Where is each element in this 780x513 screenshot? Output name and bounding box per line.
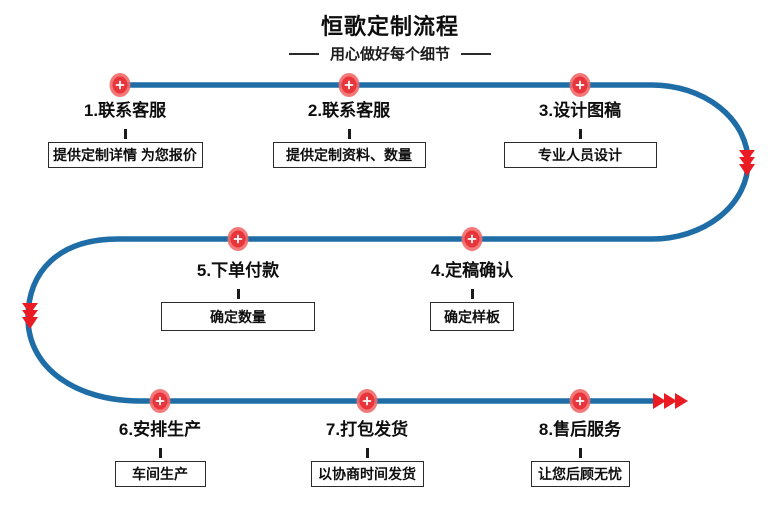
step-label: 8.售后服务 (538, 420, 622, 439)
triple-chevron-down-icon (739, 150, 755, 176)
triple-chevron-down-icon (22, 303, 38, 329)
connector-tick (158, 448, 162, 458)
step-detail-box: 确定数量 (161, 302, 315, 331)
step-node-6 (149, 389, 171, 413)
process-path (25, 82, 751, 404)
step-label: 5.下单付款 (196, 261, 280, 280)
step-node-5 (227, 227, 249, 251)
title-block: 恒歌定制流程 用心做好每个细节 (0, 14, 780, 64)
step-node-7 (356, 389, 378, 413)
step-label: 7.打包发货 (325, 420, 409, 439)
plus-icon (362, 396, 372, 406)
connector-tick (347, 129, 351, 139)
plus-icon (344, 80, 354, 90)
connector-tick (236, 289, 240, 299)
step-detail-box: 车间生产 (114, 461, 206, 487)
connector-tick (123, 129, 127, 139)
connector-tick (365, 448, 369, 458)
step-detail-box: 专业人员设计 (503, 142, 657, 168)
plus-icon (233, 234, 243, 244)
step-node-8 (569, 389, 591, 413)
step-label: 4.定稿确认 (430, 261, 514, 280)
step-label: 6.安排生产 (118, 420, 202, 439)
step-1: 1.联系客服 提供定制详情 为您报价 (15, 101, 235, 168)
step-label: 2.联系客服 (307, 101, 391, 120)
step-label: 1.联系客服 (83, 101, 167, 120)
subtitle-dash-left (288, 52, 319, 55)
subtitle-dash-right (461, 52, 491, 55)
step-detail-box: 提供定制资料、数量 (272, 142, 426, 168)
triple-chevron-right-icon (653, 393, 688, 409)
step-label: 3.设计图稿 (538, 101, 622, 120)
plus-icon (467, 234, 477, 244)
step-detail-box: 确定样板 (430, 302, 514, 331)
plus-icon (575, 396, 585, 406)
page-subtitle: 用心做好每个细节 (0, 43, 780, 64)
connector-tick (578, 129, 582, 139)
plus-icon (575, 80, 585, 90)
step-5: 5.下单付款 确定数量 (128, 261, 348, 331)
step-detail-box: 让您后顾无忧 (530, 461, 630, 487)
connector-tick (470, 289, 474, 299)
step-2: 2.联系客服 提供定制资料、数量 (239, 101, 459, 168)
page-subtitle-text: 用心做好每个细节 (329, 46, 450, 63)
step-node-2 (338, 73, 360, 97)
step-6: 6.安排生产 车间生产 (50, 420, 270, 487)
step-detail-box: 以协商时间发货 (310, 461, 424, 487)
step-8: 8.售后服务 让您后顾无忧 (470, 420, 690, 487)
page-title: 恒歌定制流程 (320, 14, 459, 39)
connector-tick (578, 448, 582, 458)
step-4: 4.定稿确认 确定样板 (362, 261, 582, 331)
step-node-1 (109, 73, 131, 97)
step-node-3 (569, 73, 591, 97)
step-detail-box: 提供定制详情 为您报价 (47, 142, 203, 168)
step-7: 7.打包发货 以协商时间发货 (257, 420, 477, 487)
step-node-4 (461, 227, 483, 251)
plus-icon (115, 80, 125, 90)
plus-icon (155, 396, 165, 406)
step-3: 3.设计图稿 专业人员设计 (470, 101, 690, 168)
